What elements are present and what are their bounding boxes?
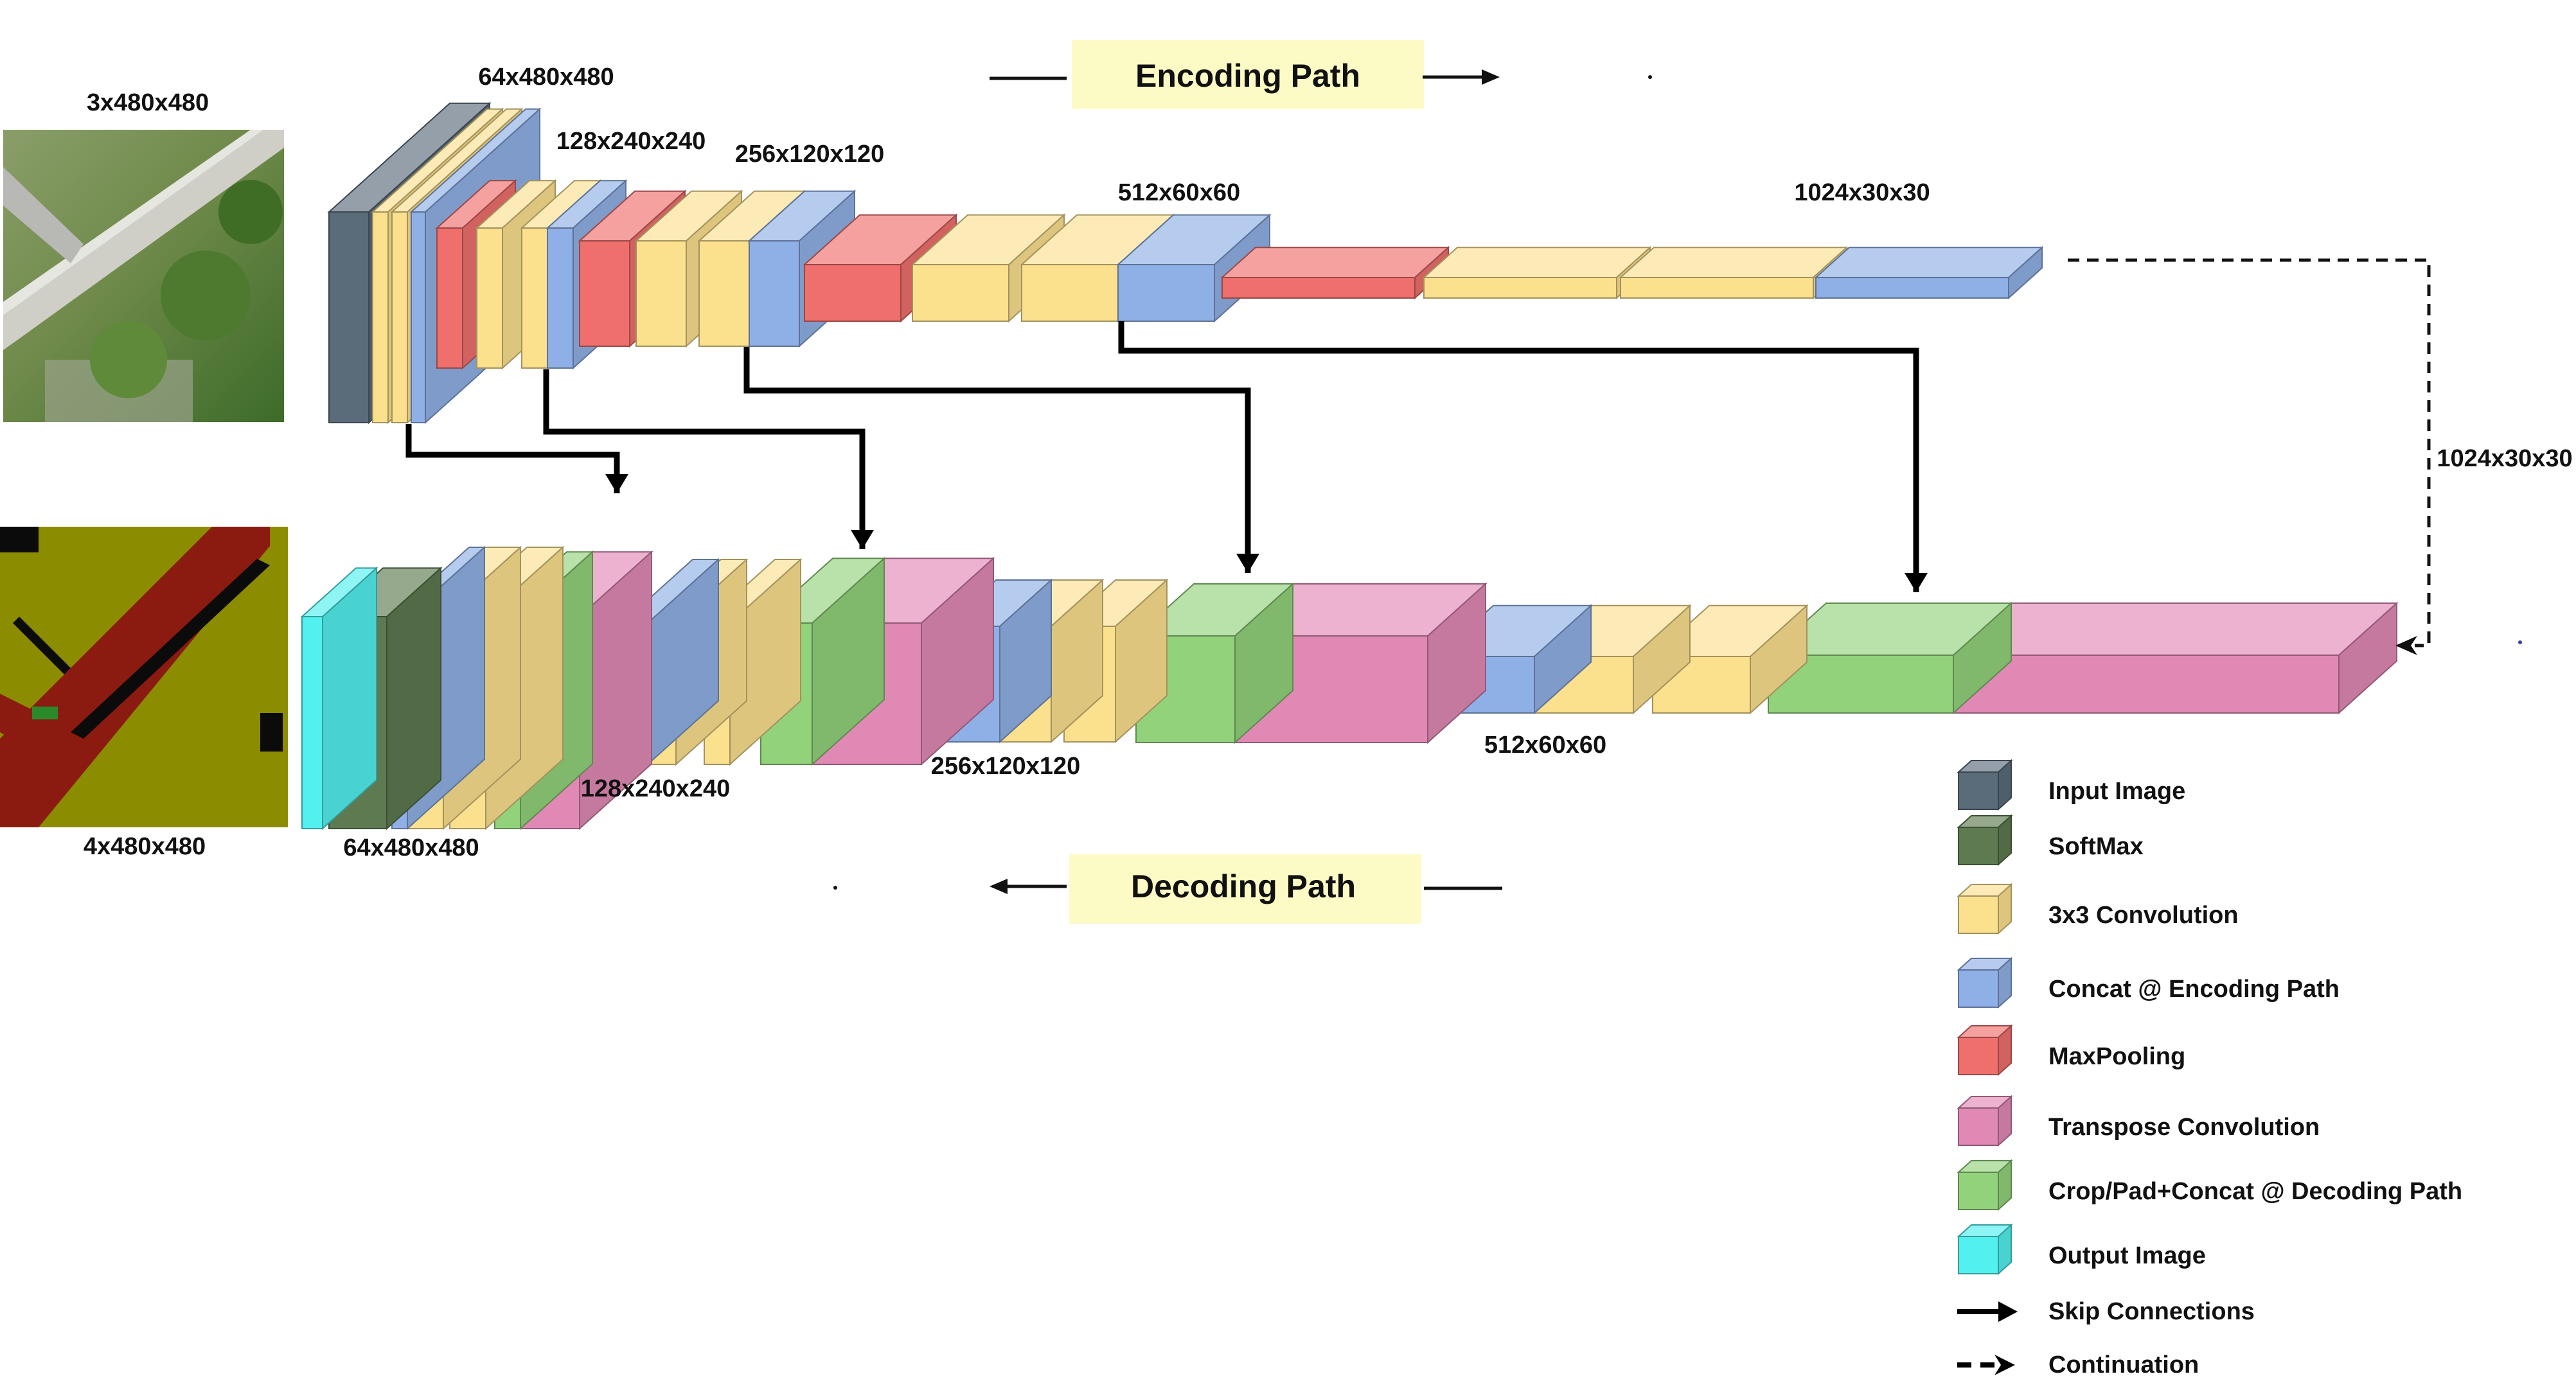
legend-item-skip: Skip Connections: [1957, 1298, 2255, 1325]
enc-maxpool-block: [1220, 245, 1450, 300]
decoding-path-title: Decoding Path: [1131, 868, 1356, 904]
network-blocks: [300, 101, 2399, 831]
dot-mark: [2518, 640, 2522, 644]
skip-connections: [405, 321, 1928, 592]
cube-icon: [1957, 1223, 2013, 1276]
dec-transpose-block: [1233, 582, 1488, 744]
legend-label: Transpose Convolution: [2048, 1114, 2320, 1141]
enc-128-label: 128x240x240: [556, 128, 706, 155]
dot-mark: [833, 886, 837, 890]
legend-item-concat_dec: Crop/Pad+Concat @ Decoding Path: [1957, 1159, 2462, 1211]
legend-label: Concat @ Encoding Path: [2048, 976, 2340, 1003]
cube-icon: [1957, 1095, 2013, 1147]
legend-label: Continuation: [2048, 1351, 2199, 1378]
dot-mark: [1648, 75, 1652, 79]
legend-item-output: Output Image: [1957, 1223, 2206, 1276]
dec-256-label: 256x120x120: [931, 753, 1080, 780]
legend-item-transpose: Transpose Convolution: [1957, 1095, 2320, 1147]
legend-label: Input Image: [2048, 778, 2185, 805]
output-image: [0, 527, 288, 827]
dec-output-block: [300, 567, 378, 831]
dashed-arrow-icon: [1957, 1355, 2015, 1375]
output-dim-label: 4x480x480: [84, 833, 206, 860]
legend-label: Crop/Pad+Concat @ Decoding Path: [2048, 1178, 2462, 1205]
dec-128-label: 128x240x240: [581, 775, 730, 802]
dec-512-label: 512x60x60: [1484, 732, 1606, 759]
skip-arrow-480: [405, 424, 628, 493]
dec-64-label: 64x480x480: [343, 834, 479, 861]
bridge-1024-label: 1024x30x30: [2437, 445, 2572, 472]
encoding-path-title: Encoding Path: [1135, 58, 1360, 94]
cube-icon: [1957, 956, 2013, 1009]
enc-64-label: 64x480x480: [478, 64, 614, 91]
encoding-arrow-head: [1482, 69, 1500, 85]
dec-transpose-block: [1951, 601, 2399, 715]
legend-item-continuation: Continuation: [1957, 1351, 2199, 1378]
encoding-path-banner: Encoding Path: [990, 40, 1500, 109]
continuation-connector: [2068, 258, 2431, 655]
skip-arrow-60: [1118, 321, 1928, 592]
legend-item-concat_enc: Concat @ Encoding Path: [1957, 956, 2340, 1009]
cube-icon: [1957, 759, 2013, 811]
cube-icon: [1957, 814, 2013, 867]
enc-concat-block: [1116, 213, 1272, 323]
legend-label: SoftMax: [2048, 833, 2144, 860]
dec-concat-block: [1134, 582, 1295, 744]
enc-concat-block: [1814, 245, 2044, 300]
legend-item-input: Input Image: [1957, 759, 2185, 811]
cube-icon: [1957, 883, 2013, 935]
legend-item-softmax: SoftMax: [1957, 814, 2144, 867]
solid-arrow-icon: [1957, 1301, 2018, 1322]
legend-label: Skip Connections: [2048, 1298, 2255, 1325]
decoding-path-banner: Decoding Path: [990, 854, 1502, 924]
dimension-labels: 3x480x480 64x480x480 128x240x240 256x120…: [84, 64, 2573, 861]
continuation-arrow-head: [2395, 636, 2417, 655]
enc-conv-block: [1422, 245, 1652, 300]
legend-item-conv: 3x3 Convolution: [1957, 883, 2239, 935]
decoding-arrow-head: [990, 879, 1008, 894]
legend-item-maxpool: MaxPooling: [1957, 1024, 2185, 1077]
enc-512-label: 512x60x60: [1118, 179, 1240, 206]
legend-label: 3x3 Convolution: [2048, 902, 2239, 929]
legend-label: Output Image: [2048, 1242, 2206, 1269]
input-dim-label: 3x480x480: [87, 89, 209, 116]
legend-label: MaxPooling: [2048, 1043, 2185, 1070]
skip-arrow-120: [743, 347, 1259, 573]
cube-icon: [1957, 1159, 2013, 1211]
enc-1024-label: 1024x30x30: [1794, 179, 1930, 206]
input-image: [3, 130, 284, 422]
cube-icon: [1957, 1024, 2013, 1077]
enc-256-label: 256x120x120: [735, 141, 884, 168]
enc-conv-block: [1619, 245, 1849, 300]
skip-arrow-240: [543, 369, 874, 549]
